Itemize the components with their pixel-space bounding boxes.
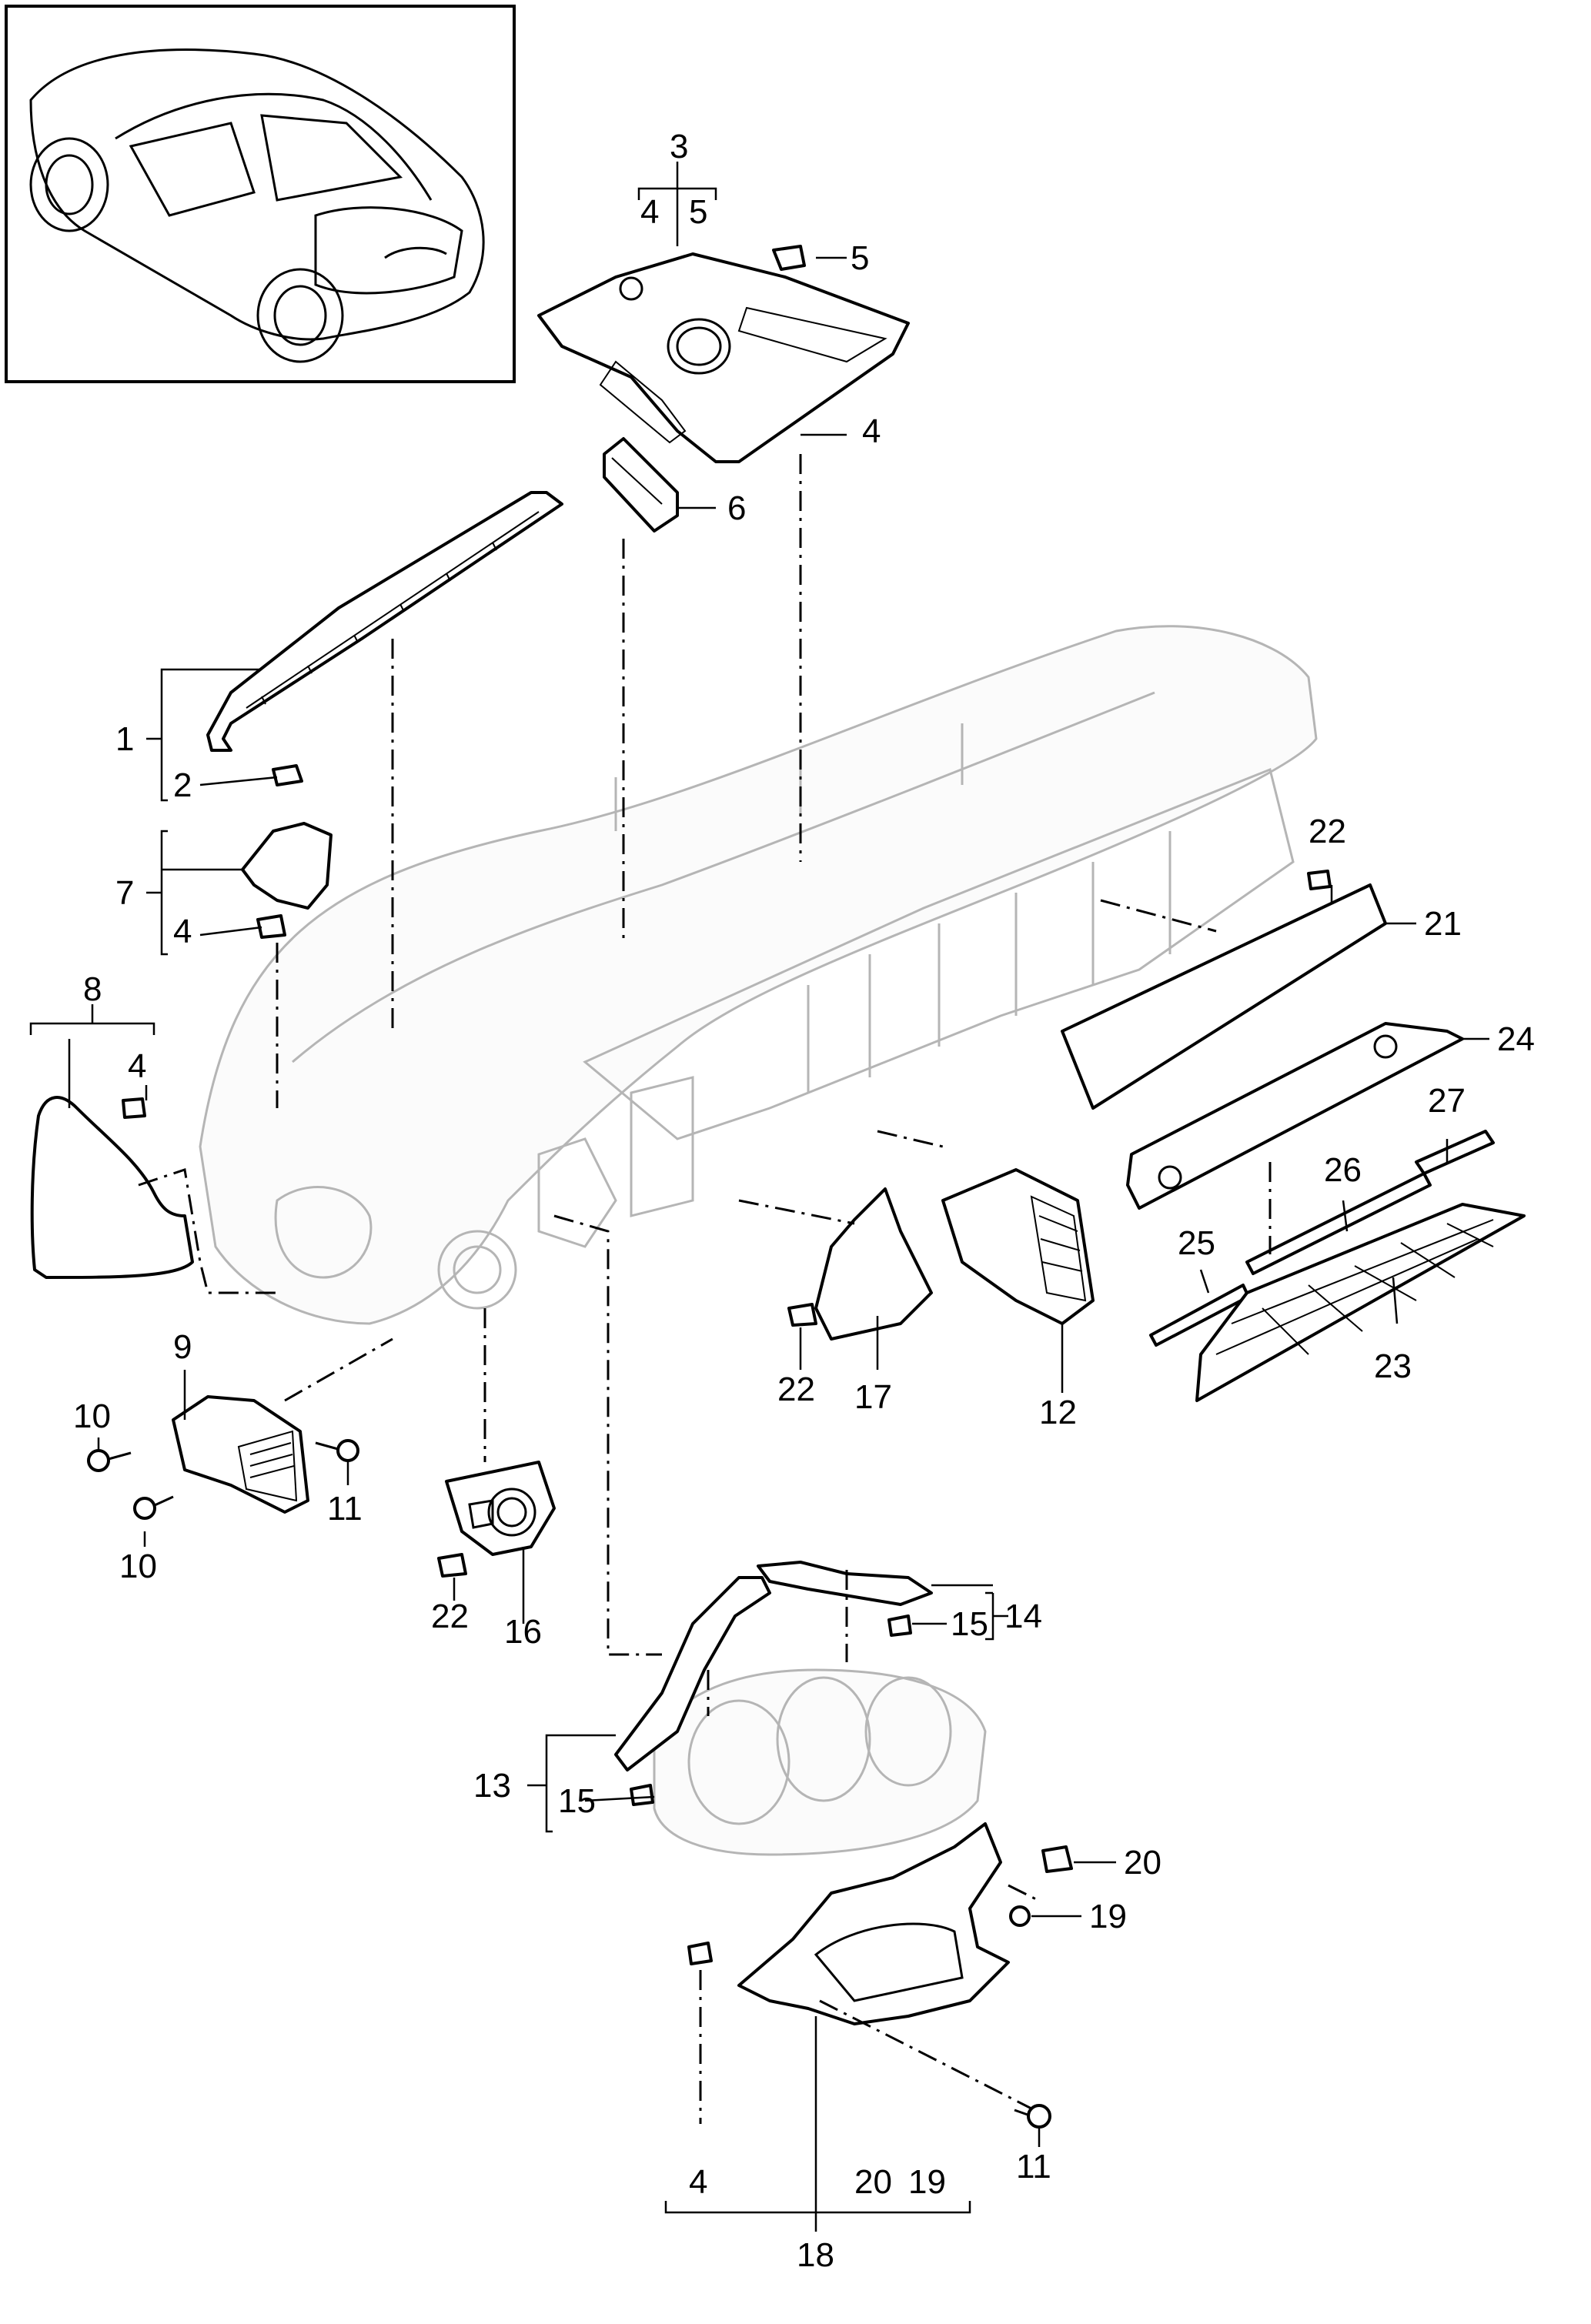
instrument-cluster	[653, 1668, 987, 1856]
part-26-strip	[1245, 1172, 1432, 1275]
part-22-clip-21	[1307, 870, 1332, 890]
part-1-trim-strip	[206, 491, 563, 752]
part-13-cluster-trim	[614, 1576, 771, 1771]
label-15-left: 15	[558, 1782, 596, 1820]
part-15-clips	[630, 1614, 912, 1806]
label-14: 14	[1004, 1598, 1042, 1635]
label-4-eight: 4	[128, 1047, 146, 1085]
label-3: 3	[670, 128, 688, 165]
label-27: 27	[1428, 1082, 1466, 1120]
label-18: 18	[797, 2236, 834, 2274]
label-11-left: 11	[327, 1490, 363, 1528]
part-4-clip-8	[122, 1097, 146, 1119]
assembly-lines	[138, 454, 1272, 2124]
label-4-eighteen: 4	[689, 2163, 707, 2201]
part-22-clip-17	[787, 1303, 817, 1327]
part-labels: 3 4 5 5 4 6 1 2 7 4 8 4 22 21 24 27 26 2…	[73, 128, 1535, 2274]
label-4-seven: 4	[173, 913, 192, 950]
label-21: 21	[1424, 905, 1462, 943]
label-22-top: 22	[1309, 813, 1346, 850]
part-7-cover	[241, 822, 333, 910]
label-10-bottom: 10	[119, 1548, 157, 1585]
label-3-sub-5: 5	[689, 193, 707, 231]
part-22-clip-16	[437, 1553, 467, 1578]
part-19-nut	[1009, 1905, 1031, 1927]
part-10-screws	[87, 1449, 174, 1520]
label-2: 2	[173, 766, 192, 804]
part-17-trim	[814, 1187, 933, 1341]
label-22-seventeen: 22	[777, 1371, 815, 1408]
label-20: 20	[1124, 1844, 1161, 1882]
label-18-sub-19: 19	[908, 2163, 946, 2201]
part-5-clip	[772, 245, 806, 271]
part-4-clip-7	[256, 914, 286, 939]
part-18-lower-trim	[737, 1822, 1010, 2025]
label-4-top: 4	[862, 412, 881, 450]
label-9: 9	[173, 1328, 192, 1366]
label-16: 16	[504, 1613, 542, 1651]
label-13: 13	[473, 1767, 511, 1805]
leader-lines	[29, 162, 1489, 2232]
part-23-net-tray	[1195, 1203, 1526, 1402]
label-6: 6	[727, 489, 746, 527]
part-2-clip	[272, 764, 303, 786]
label-22-sixteen: 22	[431, 1598, 469, 1635]
part-9-side-vent	[172, 1395, 309, 1514]
part-20-grommet	[1041, 1845, 1073, 1873]
part-11-screw-a	[315, 1439, 359, 1462]
label-17: 17	[854, 1378, 892, 1416]
label-23: 23	[1374, 1347, 1412, 1385]
part-8-side-panel	[30, 1096, 194, 1279]
dashboard-carrier	[199, 625, 1318, 1325]
label-11-right: 11	[1016, 2148, 1051, 2185]
part-3-trim-panel	[537, 252, 910, 463]
part-6-insert	[603, 437, 679, 533]
label-7: 7	[115, 874, 134, 912]
label-3-sub-4: 4	[640, 193, 659, 231]
part-16-cover	[445, 1461, 556, 1556]
part-4-clip-18	[687, 1942, 713, 1965]
label-12: 12	[1039, 1394, 1077, 1431]
label-5: 5	[851, 239, 869, 277]
label-24: 24	[1497, 1020, 1535, 1058]
part-27-strip	[1415, 1130, 1495, 1175]
label-10-top: 10	[73, 1397, 111, 1435]
part-14-cluster-trim	[757, 1561, 933, 1606]
label-1: 1	[115, 720, 134, 758]
vehicle-thumbnail	[5, 5, 516, 383]
part-11-screw-b	[1014, 2104, 1051, 2129]
part-12-center-vent	[941, 1168, 1095, 1325]
label-25: 25	[1178, 1224, 1215, 1262]
label-15-right: 15	[951, 1605, 988, 1643]
label-18-sub-20: 20	[854, 2163, 892, 2201]
label-19: 19	[1089, 1898, 1127, 1935]
label-26: 26	[1324, 1151, 1362, 1189]
label-8: 8	[83, 970, 102, 1008]
